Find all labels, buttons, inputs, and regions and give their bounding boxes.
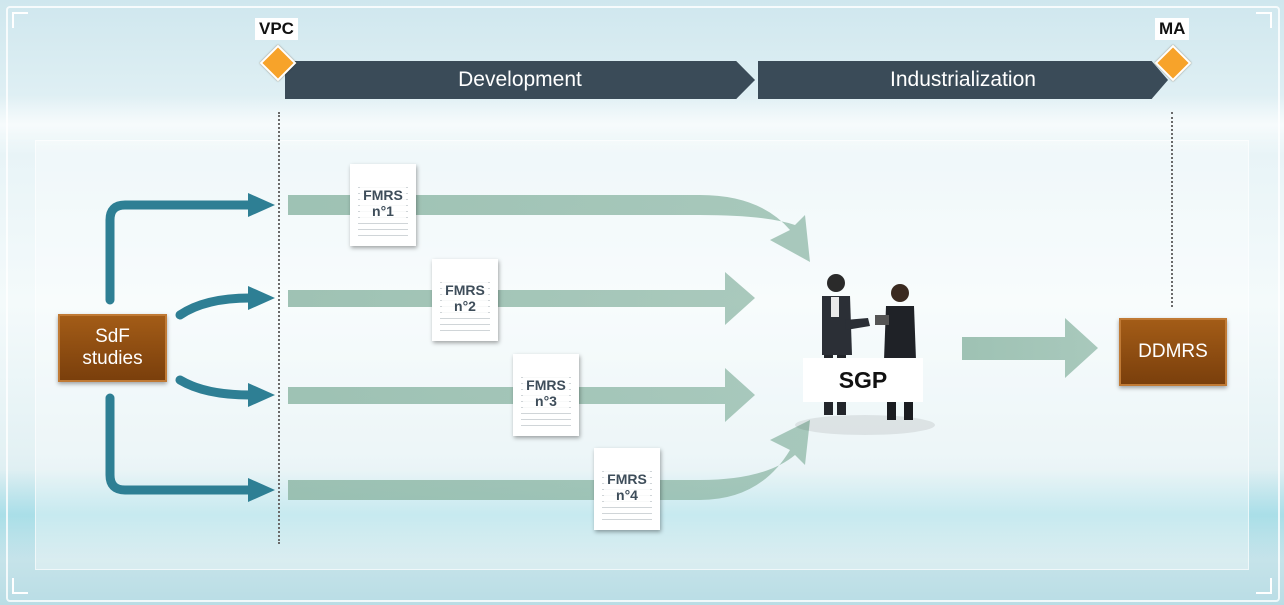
milestone-start-label: VPC [255, 18, 298, 40]
phase-industrialization-label: Industrialization [890, 68, 1036, 91]
flow-band-4 [288, 420, 810, 500]
corner-mark-tl [12, 12, 28, 28]
phase-industrialization: Industrialization [758, 61, 1168, 99]
source-box: SdF studies [58, 314, 167, 382]
output-box-label: DDMRS [1138, 341, 1208, 363]
corner-mark-tr [1256, 12, 1272, 28]
phase-development-label: Development [458, 68, 582, 91]
document-number: n°3 [535, 393, 557, 409]
document-number: n°1 [372, 203, 394, 219]
document-title: FMRS [445, 282, 485, 298]
document-title: FMRS [363, 187, 403, 203]
hub-label: SGP [803, 358, 923, 402]
document-number: n°2 [454, 298, 476, 314]
teal-arrow-4 [105, 393, 255, 495]
flow-band-2 [288, 272, 755, 325]
background-highlight [0, 95, 1284, 155]
flow-output-arrow [962, 318, 1098, 378]
corner-mark-bl [12, 578, 28, 594]
document-number: n°4 [616, 487, 638, 503]
milestone-end-label: MA [1155, 18, 1190, 40]
teal-arrow-1 [105, 200, 255, 305]
teal-arrowhead-2 [248, 286, 275, 310]
teal-arrowhead-3 [248, 383, 275, 407]
end-dotted-line [1171, 112, 1173, 307]
corner-mark-br [1256, 578, 1272, 594]
flow-band-1 [288, 195, 810, 262]
phase-development: Development [285, 61, 755, 99]
teal-arrow-3 [175, 375, 255, 400]
start-dotted-line [278, 112, 280, 544]
teal-arrowhead-4 [248, 478, 275, 502]
teal-arrow-2 [175, 293, 255, 320]
teal-arrowhead-1 [248, 193, 275, 217]
document-title: FMRS [526, 377, 566, 393]
source-box-label: SdF studies [82, 326, 143, 369]
document-title: FMRS [607, 471, 647, 487]
business-people-illustration [795, 274, 935, 435]
output-box: DDMRS [1119, 318, 1227, 386]
